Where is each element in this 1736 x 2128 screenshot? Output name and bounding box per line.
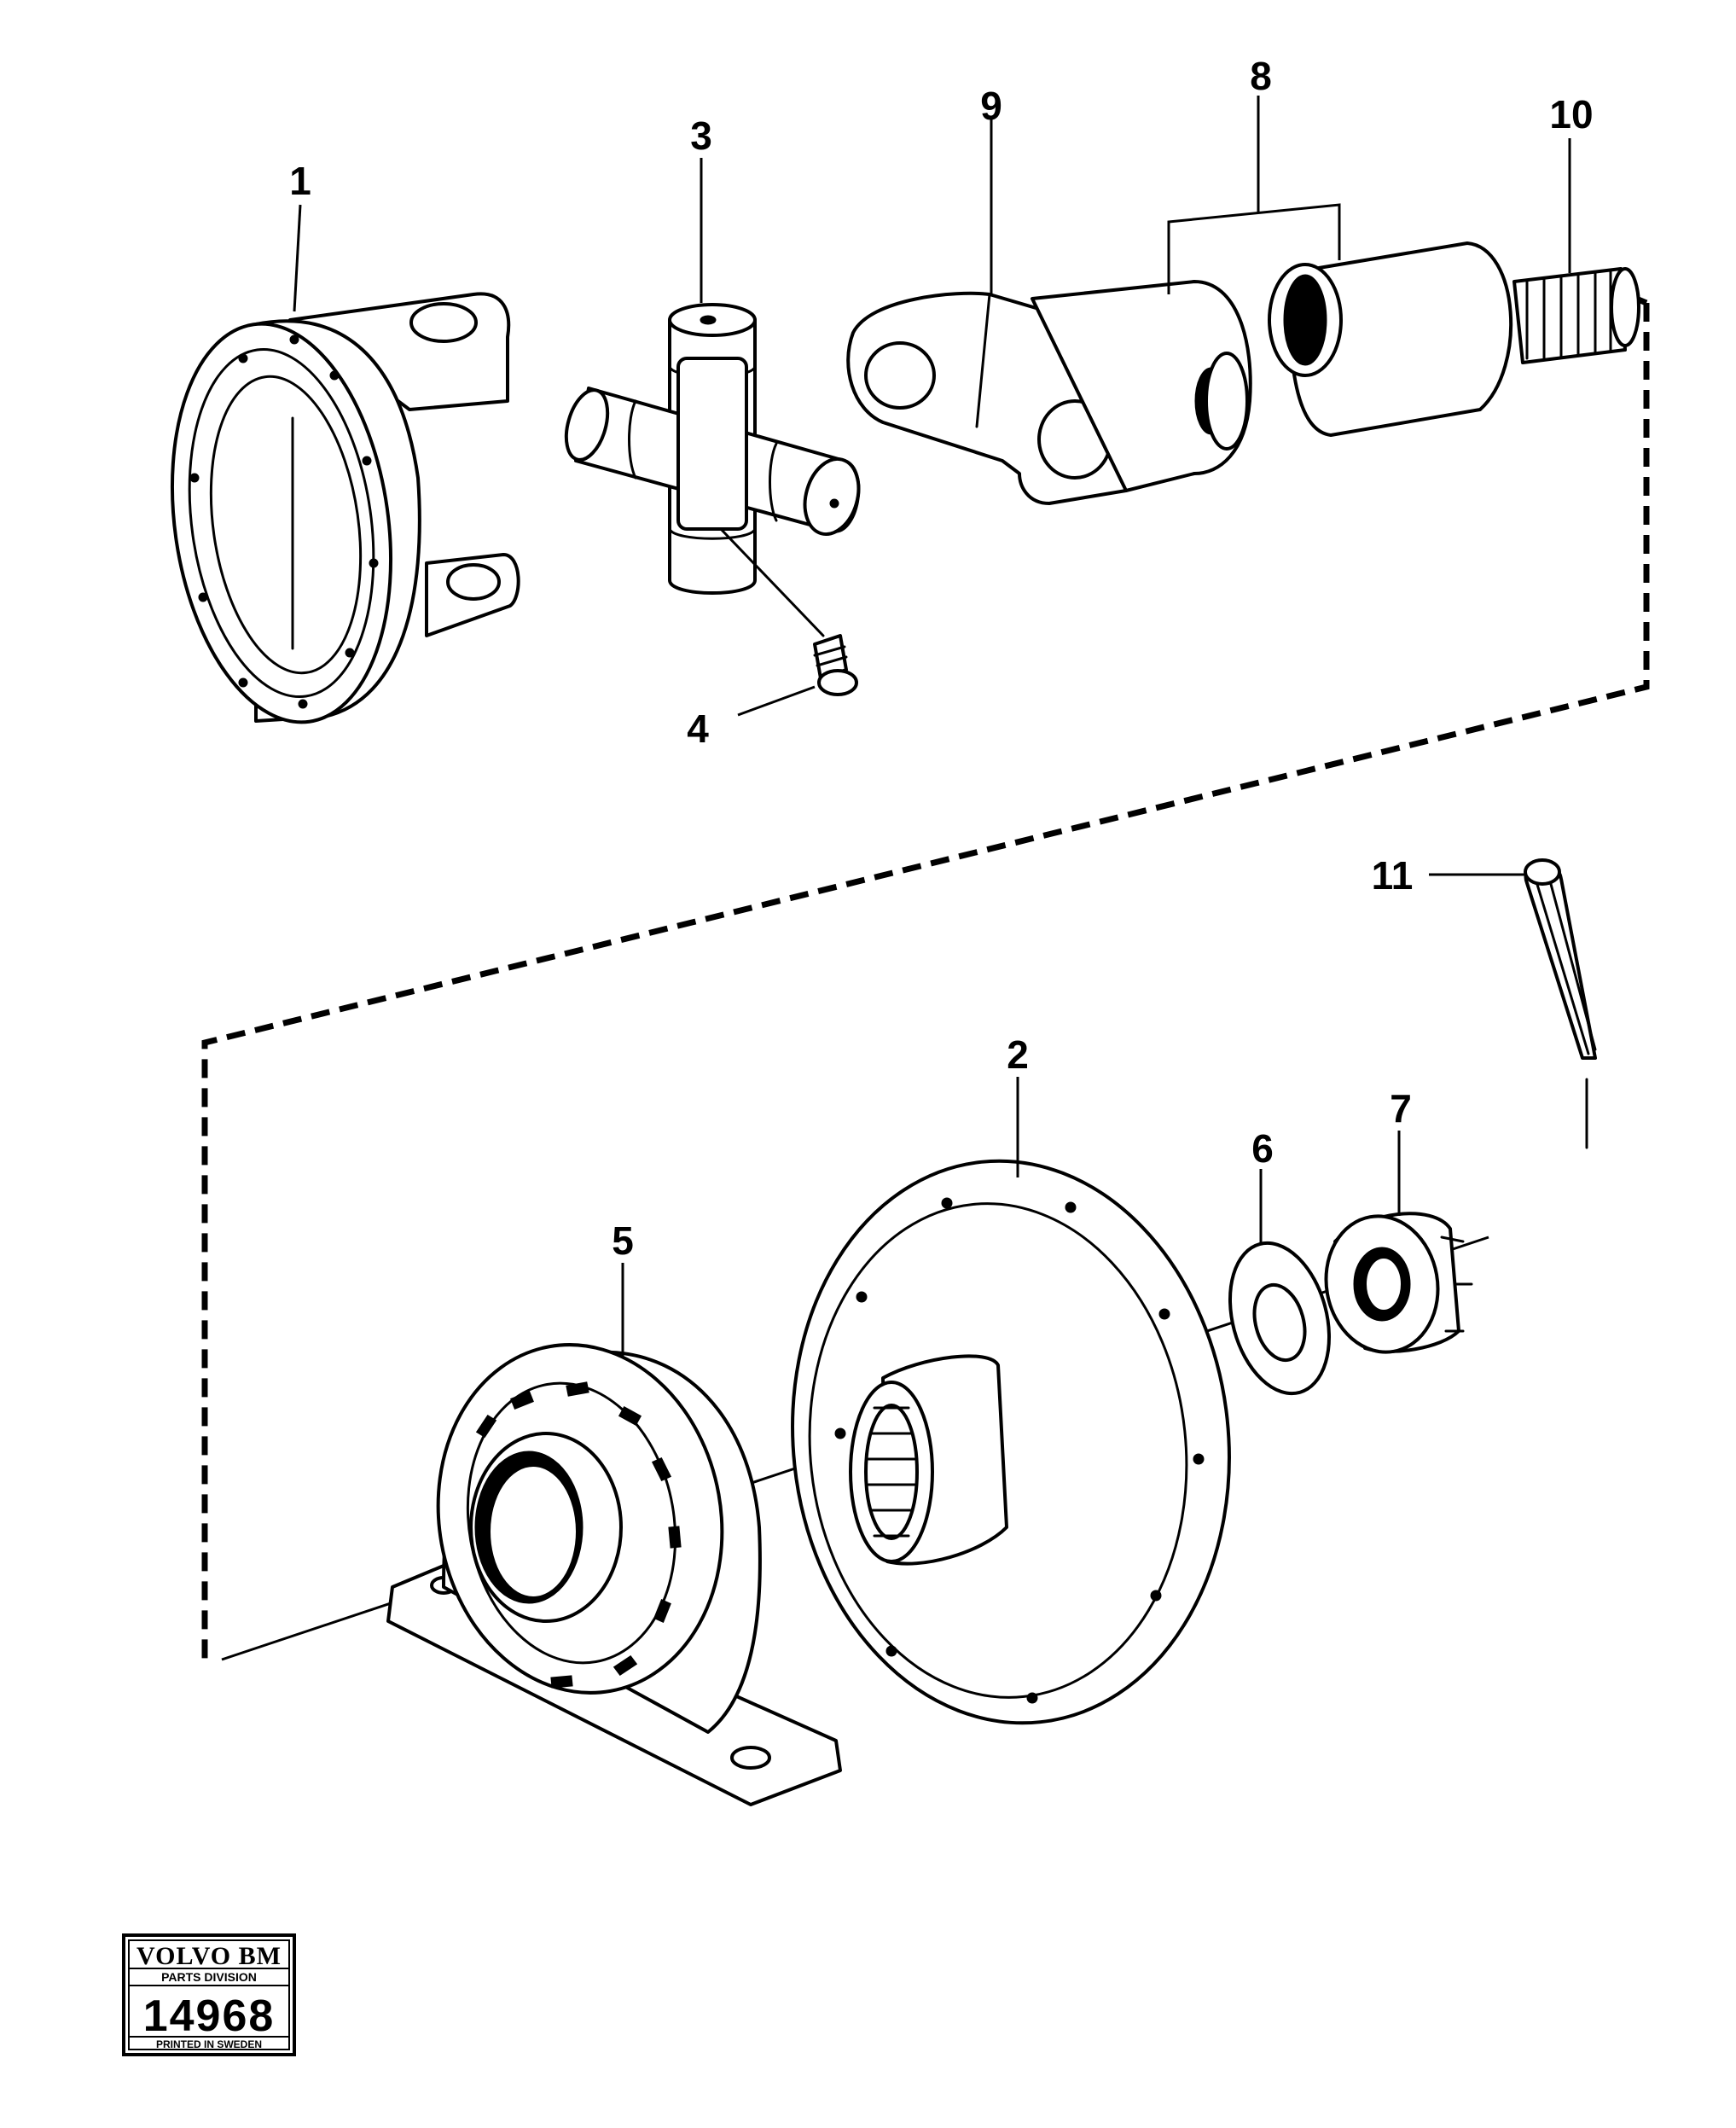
callout-7: 7 <box>1390 1086 1412 1131</box>
callout-2: 2 <box>1007 1032 1029 1077</box>
part-1-flange-yoke <box>170 292 520 724</box>
part-7-castle-nut <box>1324 1212 1473 1354</box>
part-2-companion-flange <box>791 1159 1231 1725</box>
volvo-bm-parts-stamp: VOLVO BM PARTS DIVISION 14968 PRINTED IN… <box>122 1933 296 2056</box>
stamp-printed: PRINTED IN SWEDEN <box>156 2038 262 2050</box>
part-5-centre-bearing-support <box>386 1343 842 1806</box>
callout-11: 11 <box>1372 853 1414 898</box>
callout-10: 10 <box>1549 92 1593 137</box>
stamp-number: 14968 <box>143 1991 276 2041</box>
callout-1: 1 <box>289 159 311 203</box>
stamp-division: PARTS DIVISION <box>161 1970 257 1984</box>
stamp-brand: VOLVO BM <box>136 1942 282 1970</box>
part-3-universal-joint-cross <box>564 303 861 595</box>
part-6-washer <box>1228 1241 1332 1396</box>
callout-5: 5 <box>612 1218 634 1263</box>
callout-9: 9 <box>980 84 1002 128</box>
callout-8-bracket <box>1167 96 1341 294</box>
callout-6: 6 <box>1251 1126 1274 1171</box>
callout-4: 4 <box>687 706 709 751</box>
callouts: 1 3 4 9 8 10 11 2 7 6 5 <box>289 54 1593 1263</box>
callout-3: 3 <box>690 113 712 158</box>
callout-8: 8 <box>1250 54 1272 98</box>
part-10-splined-shaft <box>1268 241 1640 437</box>
part-9-slip-yoke <box>846 280 1252 505</box>
leader-lines <box>293 119 1571 1357</box>
part-11-split-pin <box>1524 858 1597 1149</box>
part-4-grease-nipple <box>719 527 858 696</box>
